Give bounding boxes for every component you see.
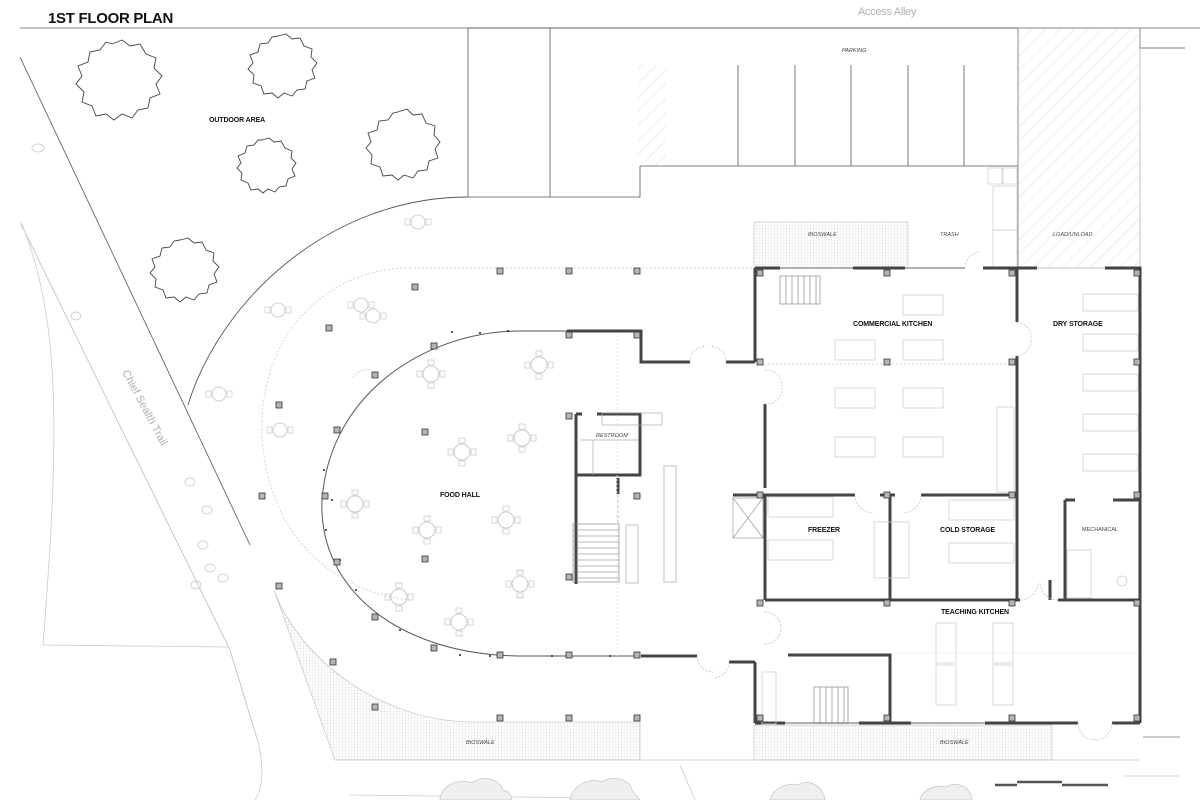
label-bioswale-top: BIOSWALE [808, 232, 837, 238]
room-label-dry-storage: DRY STORAGE [1053, 321, 1103, 328]
load-unload-zone [1017, 27, 1141, 269]
bioswale-bottom-right [753, 724, 1053, 761]
room-label-freezer: FREEZER [808, 527, 840, 534]
building-walls [733, 266, 1142, 725]
kitchen-equipment [761, 293, 1139, 725]
shrub-icon [439, 778, 973, 800]
room-label-teaching-kitchen: TEACHING KITCHEN [941, 609, 1010, 616]
room-label-cold-storage: COLD STORAGE [940, 527, 996, 534]
dining-tables [205, 214, 554, 637]
tree-icon [75, 33, 441, 303]
label-outdoor-area: OUTDOOR AREA [209, 117, 266, 124]
room-label-food-hall: FOOD HALL [440, 492, 480, 499]
parking-lot [468, 27, 1140, 268]
street-label-access-alley: Access Alley [858, 6, 917, 18]
page-title: 1ST FLOOR PLAN [48, 10, 173, 27]
bioswale-bottom-left [273, 589, 641, 761]
bioswale-top [753, 221, 909, 269]
room-label-restroom: RESTROOM [596, 433, 628, 439]
stair-kitchen [779, 275, 821, 305]
stair-teaching-kitchen [813, 686, 849, 724]
label-load-unload: LOAD/UNLOAD [1053, 232, 1093, 238]
label-parking: PARKING [842, 48, 867, 54]
room-label-mechanical: MECHANICAL [1082, 527, 1119, 533]
label-trash: TRASH [940, 232, 959, 238]
label-bioswale-bottom-left: BIOSWALE [466, 740, 495, 746]
room-label-commercial-kitchen: COMMERCIAL KITCHEN [853, 321, 933, 328]
stair-food-hall [572, 523, 620, 583]
door-swings [352, 251, 1113, 741]
restroom-walls [574, 412, 642, 584]
pedestrian-icon [31, 143, 229, 590]
label-bioswale-bottom-right: BIOSWALE [940, 740, 969, 746]
